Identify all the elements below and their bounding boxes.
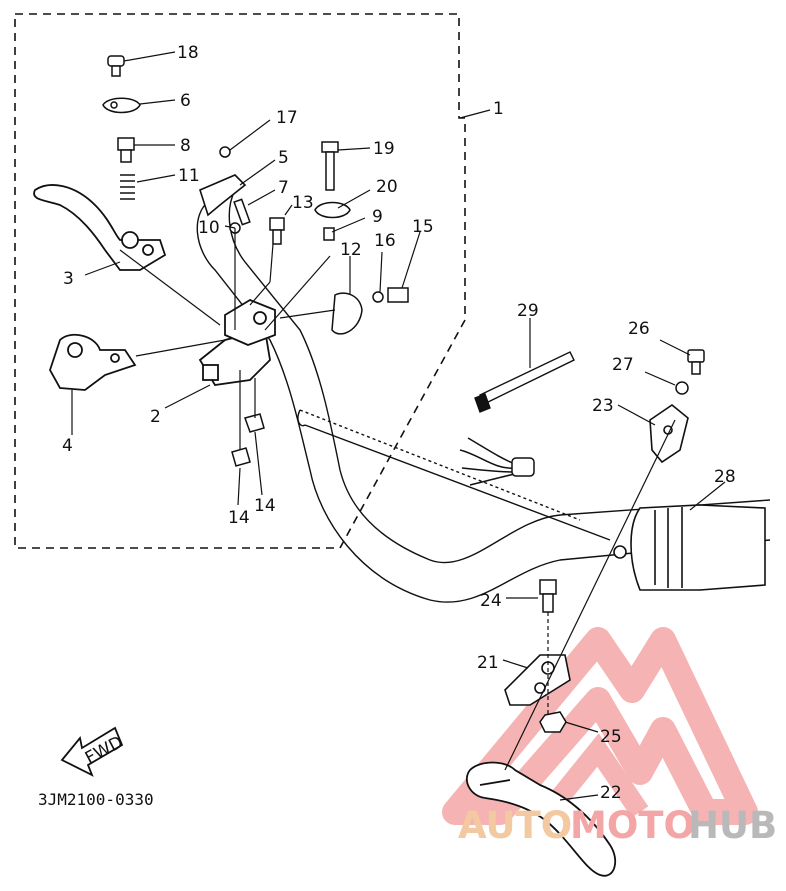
part-label: 23 — [592, 396, 614, 416]
nut-25 — [539, 711, 567, 733]
pin-7 — [233, 198, 251, 226]
part-label: 25 — [600, 727, 622, 747]
part-label: 1 — [493, 99, 504, 119]
part-label: 11 — [178, 166, 200, 186]
part-label: 14 — [254, 496, 276, 516]
part-label: 16 — [374, 231, 396, 251]
switch-harness — [459, 437, 535, 486]
part-label: 21 — [477, 653, 499, 673]
watermark-logo — [442, 627, 758, 825]
spring-11 — [120, 174, 135, 200]
part-label: 5 — [278, 148, 289, 168]
part-label: 14 — [228, 508, 250, 528]
part-label: 29 — [517, 301, 539, 321]
watermark-moto: MOTO — [570, 804, 695, 847]
part-label: 19 — [373, 139, 395, 159]
part-label: 27 — [612, 355, 634, 375]
watermark-hub: HUB — [688, 804, 777, 847]
bolt-8 — [117, 137, 135, 163]
part-label: 6 — [180, 91, 191, 111]
part-label: 7 — [278, 178, 289, 198]
watermark-text: AUTO MOTO HUB — [458, 804, 777, 847]
part-label: 4 — [62, 436, 73, 456]
part-label: 3 — [63, 269, 74, 289]
part-label: 2 — [150, 407, 161, 427]
watermark-auto: AUTO — [458, 804, 572, 847]
part-label: 10 — [198, 218, 220, 238]
part-label: 13 — [292, 193, 314, 213]
part-label: 15 — [412, 217, 434, 237]
leader-lines — [71, 51, 726, 801]
plate-6 — [102, 97, 141, 114]
lever-3 — [33, 184, 167, 271]
bracket-4 — [49, 333, 137, 391]
bolt-24 — [539, 579, 557, 613]
part-label: 9 — [372, 207, 383, 227]
part-label: 24 — [480, 591, 502, 611]
cover-5 — [199, 174, 247, 217]
washer-27 — [675, 381, 689, 395]
part-label: 18 — [177, 43, 199, 63]
part-label: 17 — [276, 108, 298, 128]
cable-tie-29 — [474, 351, 575, 413]
assembly-boundary — [14, 13, 466, 549]
screw-26 — [687, 349, 705, 375]
part-labels: 1 2 3 4 5 6 7 8 9 10 11 12 13 14 14 15 1… — [62, 43, 736, 803]
screw-18 — [107, 55, 125, 77]
holder-2 — [198, 298, 276, 386]
clutch-lever-22 — [465, 761, 617, 877]
part-label: 28 — [714, 467, 736, 487]
part-label: 22 — [600, 783, 622, 803]
fwd-arrow: FWD — [60, 726, 126, 777]
part-label: 12 — [340, 240, 362, 260]
part-label: 8 — [180, 136, 191, 156]
part-label: 20 — [376, 177, 398, 197]
grip-28 — [613, 504, 766, 591]
handlebar — [196, 189, 771, 603]
guide-line — [504, 419, 676, 771]
drawing-code: 3JM2100-0330 — [38, 790, 154, 809]
part-label: 26 — [628, 319, 650, 339]
